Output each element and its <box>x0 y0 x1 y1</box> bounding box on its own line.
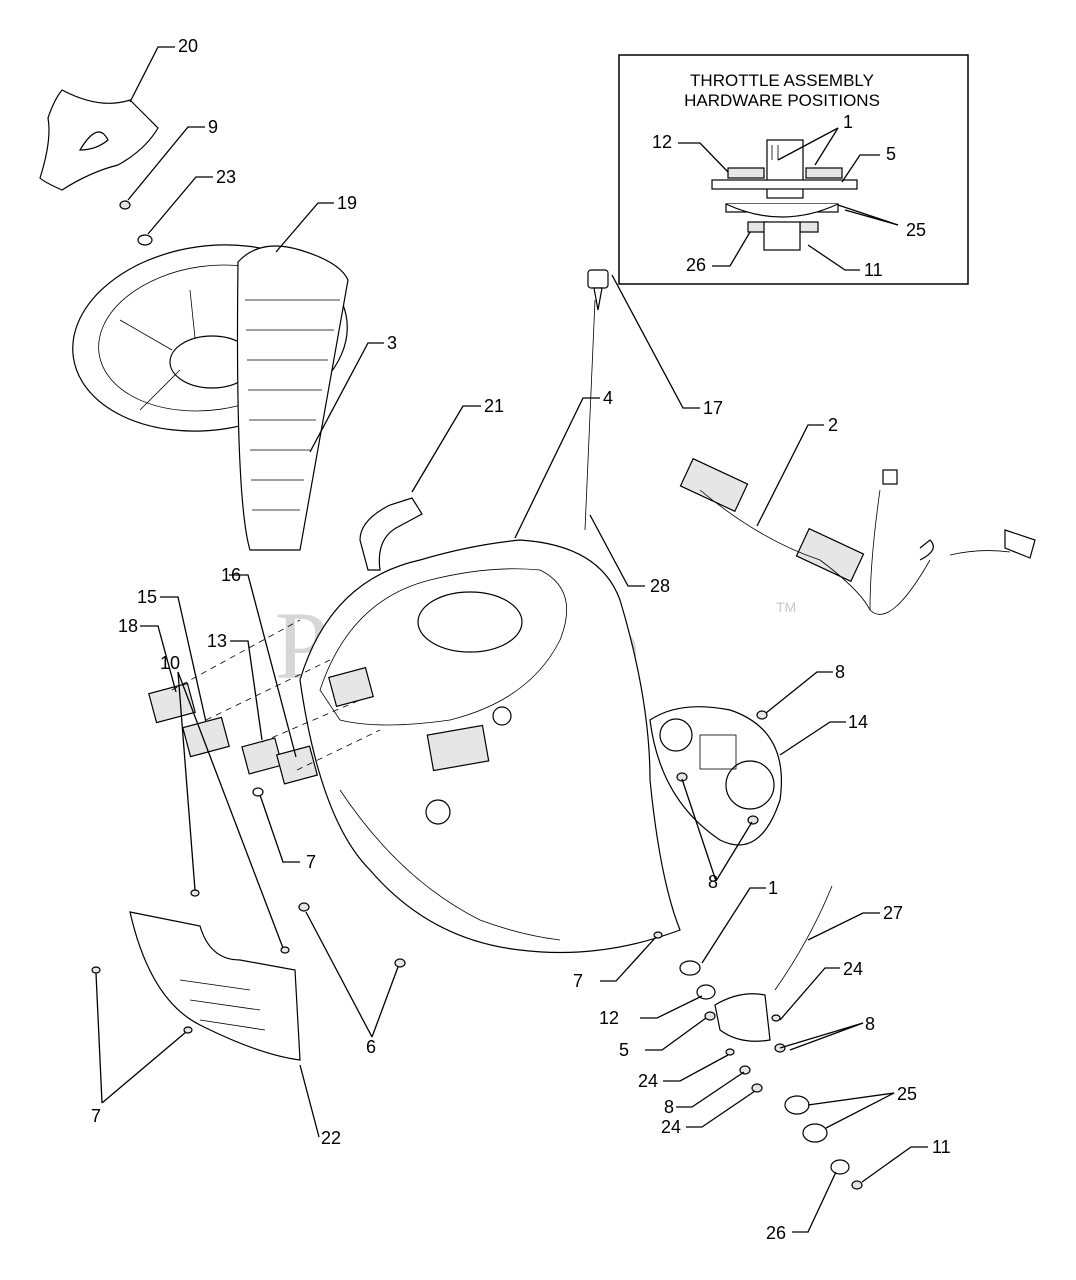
inset-title-line1: THROTTLE ASSEMBLY <box>690 71 874 90</box>
callout-25: 25 <box>897 1084 917 1104</box>
callout-27: 27 <box>883 903 903 923</box>
callout-8-right: 8 <box>865 1014 875 1034</box>
clip-10b <box>280 946 290 954</box>
callout-8-gauge: 8 <box>708 872 718 892</box>
callout-labels: 20 9 23 19 3 21 4 17 2 28 16 15 18 13 8 … <box>91 36 951 1243</box>
steering-boot <box>236 245 349 551</box>
callout-8-top: 8 <box>835 662 845 682</box>
screw-8a <box>756 710 768 720</box>
callout-4: 4 <box>603 388 613 408</box>
inset-title-line2: HARDWARE POSITIONS <box>684 91 880 110</box>
nut-6b <box>394 958 406 968</box>
callout-7-switch: 7 <box>306 852 316 872</box>
screw-7a <box>91 966 101 974</box>
wire-harness <box>679 457 1036 615</box>
steering-cap <box>39 89 159 191</box>
throttle-parts <box>679 885 863 1190</box>
callout-19: 19 <box>337 193 357 213</box>
gauge-cluster <box>649 706 782 846</box>
inset-callout-25: 25 <box>906 220 926 240</box>
dash-panel <box>299 539 681 954</box>
lever-grip <box>359 497 423 571</box>
callout-17: 17 <box>703 398 723 418</box>
inset-callout-11: 11 <box>864 260 883 280</box>
callout-7-cover: 7 <box>91 1106 101 1126</box>
nut-6a <box>298 902 310 912</box>
callout-15: 15 <box>137 587 157 607</box>
callout-18: 18 <box>118 616 138 636</box>
watermark-trademark: TM <box>776 599 796 615</box>
callout-28: 28 <box>650 576 670 596</box>
callout-22: 22 <box>321 1128 341 1148</box>
callout-20: 20 <box>178 36 198 56</box>
screw-7c <box>653 931 663 939</box>
screw-7b <box>183 1026 193 1034</box>
callout-11: 11 <box>932 1137 951 1157</box>
callout-8-low: 8 <box>664 1097 674 1117</box>
callout-1: 1 <box>768 878 778 898</box>
inset-callout-26: 26 <box>686 255 706 275</box>
callout-2: 2 <box>828 415 838 435</box>
inset-callout-12: 12 <box>652 132 672 152</box>
callout-7-dash: 7 <box>573 971 583 991</box>
callout-24-top: 24 <box>843 959 863 979</box>
lower-cover <box>129 911 301 1061</box>
leader-lines <box>95 46 928 1233</box>
key-switch <box>584 269 609 531</box>
callout-6: 6 <box>366 1037 376 1057</box>
screw-8c <box>747 815 759 825</box>
callout-23: 23 <box>216 167 236 187</box>
callout-21: 21 <box>484 396 504 416</box>
throttle-inset: THROTTLE ASSEMBLY HARDWARE POSITIONS 1 1… <box>618 54 969 285</box>
callout-13: 13 <box>207 631 227 651</box>
callout-5: 5 <box>619 1040 629 1060</box>
callout-24-low: 24 <box>661 1117 681 1137</box>
callout-16: 16 <box>221 565 241 585</box>
callout-3: 3 <box>387 333 397 353</box>
clip-10a <box>190 889 200 897</box>
callout-9: 9 <box>208 117 218 137</box>
washer-23 <box>137 234 153 246</box>
inset-callout-5: 5 <box>886 144 896 164</box>
callout-14: 14 <box>848 712 868 732</box>
callout-24-mid: 24 <box>638 1071 658 1091</box>
callout-12: 12 <box>599 1008 619 1028</box>
nut-9 <box>119 200 131 210</box>
switches-group <box>148 619 381 797</box>
inset-callout-1: 1 <box>843 112 853 132</box>
inset-hardware-stack <box>711 139 858 251</box>
callout-10: 10 <box>160 653 180 673</box>
callout-26: 26 <box>766 1223 786 1243</box>
